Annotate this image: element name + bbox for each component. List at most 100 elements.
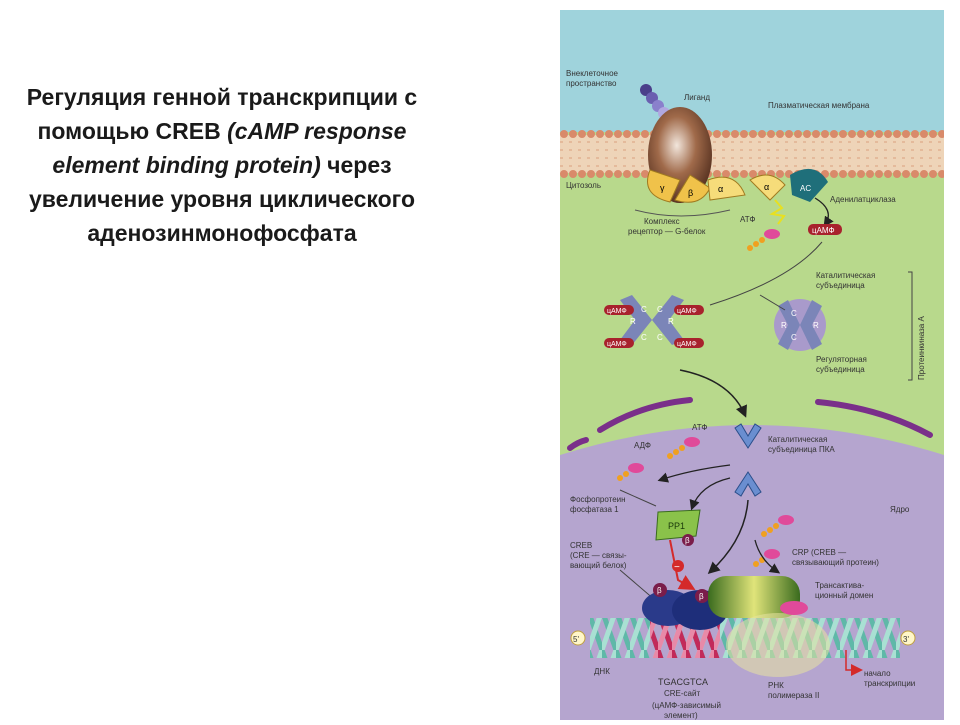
pka-bracket	[908, 271, 913, 381]
camp-text-top: цАМФ	[812, 226, 835, 235]
atp-label-top: АТФ	[740, 215, 755, 224]
creb-phosphate-1	[653, 583, 667, 597]
crp-transactivation-complex	[708, 576, 800, 618]
creb-phosphate-label-2: β	[699, 592, 704, 601]
rna-pol-label-2: полимераза II	[768, 691, 819, 700]
pka-split-line	[759, 294, 786, 311]
phosphatase-label-2: фосфатаза 1	[570, 505, 619, 514]
pp1-protein	[655, 509, 701, 541]
pka-regulatory: C R R C	[774, 299, 826, 351]
pka-to-nucleus-arrow	[679, 369, 747, 418]
complex-bracket	[634, 209, 731, 217]
pka-c-2: C	[657, 305, 663, 314]
title-italic: (cAMP response element binding protein)	[52, 118, 407, 178]
adp-molecule	[617, 463, 644, 481]
inhibit-minus: −	[674, 562, 680, 573]
atp-molecule-nucleus	[667, 437, 700, 459]
regulatory-label-1: Регуляторная	[816, 355, 867, 364]
creb-pointer	[619, 569, 656, 601]
atp-label-nucleus: АТФ	[692, 423, 707, 432]
transactivation-domain	[780, 601, 808, 615]
activation-spark	[769, 199, 786, 225]
creb-label-1: CREB	[570, 541, 592, 550]
plasma-membrane	[560, 130, 946, 178]
title-text-2: через увеличение уровня циклического аде…	[29, 152, 415, 246]
pka-r-2: R	[668, 317, 674, 326]
pka-c-4: C	[657, 333, 663, 342]
creb-label-2: (CRE — связы-	[570, 551, 627, 560]
extracellular-region	[560, 10, 944, 132]
five-prime-label: 5'	[573, 635, 579, 644]
creb-pathway-figure: γ β α α AC Внеклеточное пространство Лиг…	[560, 10, 946, 720]
atp-molecule-top	[747, 229, 780, 251]
g-gamma	[647, 169, 681, 203]
rna-pol-label-1: РНК	[768, 681, 784, 690]
dna-label: ДНК	[594, 667, 610, 676]
pka-catalytic-1	[734, 423, 762, 449]
transcription-start-arrow	[845, 650, 863, 676]
catalytic-label-1: Каталитическая	[816, 271, 875, 280]
adenylate-cyclase-label: Аденилатциклаза	[830, 195, 896, 204]
pathway-svg: γ β α α AC Внеклеточное пространство Лиг…	[560, 10, 946, 720]
adp-label: АДФ	[634, 441, 651, 450]
ligand-label: Лиганд	[684, 93, 710, 102]
alpha-active-label: α	[764, 182, 769, 192]
camp-to-pka-line	[709, 241, 823, 306]
ligand-molecule	[640, 84, 670, 119]
cre-sequence: TGACGTCA	[658, 677, 708, 687]
nucleus-label: Ядро	[890, 505, 910, 514]
complex-label-1: Комплекс	[644, 217, 680, 226]
cytosol-label: Цитозоль	[566, 181, 601, 190]
gamma-label: γ	[660, 183, 665, 193]
pp1-inhibit-arrow	[669, 539, 696, 590]
pka-c-1: C	[641, 305, 647, 314]
nuclear-envelope	[567, 397, 933, 451]
transactivation-label-1: Трансактива-	[815, 581, 865, 590]
camp-badges-pka: цАМФ цАМФ цАМФ цАМФ	[604, 305, 704, 348]
pp1-pointer	[619, 489, 657, 507]
atp-to-adp-arrow	[657, 464, 731, 483]
reg-c-1: C	[791, 309, 797, 318]
three-prime-marker	[900, 630, 916, 646]
cre-site-label-2: (цАМФ-зависимый	[652, 701, 721, 710]
reg-r-1: R	[781, 321, 787, 330]
pka-to-pp1-arrow	[689, 477, 731, 511]
creb-label-3: вающий белок)	[570, 561, 627, 570]
camp-text-3: цАМФ	[607, 341, 627, 348]
pp1-phosphate-label: β	[685, 536, 690, 545]
reg-r-2: R	[813, 321, 819, 330]
pp1-label: PP1	[668, 521, 685, 531]
g-alpha	[707, 176, 746, 201]
creb-phosphate-2	[695, 589, 709, 603]
crp-label-2: связывающий протеин)	[792, 558, 879, 567]
cre-site-label-1: CRE-сайт	[664, 689, 700, 698]
pka-catalytic-2	[734, 471, 762, 497]
inhibit-mark	[672, 560, 684, 572]
pp1-phosphate	[682, 534, 694, 546]
creb-phosphate-label-1: β	[657, 586, 662, 595]
pka-r-1: R	[630, 317, 636, 326]
phosphatase-label-1: Фосфопротеин	[570, 495, 626, 504]
transactivation-label-2: ционный домен	[815, 591, 873, 600]
ac-label: AC	[800, 184, 811, 193]
pka-c-3: C	[641, 333, 647, 342]
title-text-1: Регуляция генной транскрипции с помощью …	[26, 84, 418, 144]
tx-start-label-2: транскрипции	[864, 679, 915, 688]
slide-title: Регуляция генной транскрипции с помощью …	[12, 80, 432, 250]
catalytic-label-2: субъединица	[816, 281, 865, 290]
reg-c-2: C	[791, 333, 797, 342]
five-prime-marker	[570, 630, 586, 646]
crp-arrow	[754, 539, 781, 574]
g-alpha-active	[749, 174, 786, 201]
pka-catalytic-label-2: субъединица ПКА	[768, 445, 835, 454]
complex-label-2: рецептор — G-белок	[628, 227, 706, 236]
camp-text-2: цАМФ	[677, 308, 697, 315]
pka-to-creb-arrow	[707, 499, 749, 575]
atp-molecule-crp	[761, 515, 794, 537]
extracellular-label-1: Внеклеточное	[566, 69, 619, 78]
adenylate-cyclase	[790, 168, 828, 202]
ac-arrow	[814, 197, 834, 228]
camp-text-4: цАМФ	[677, 341, 697, 348]
three-prime-label: 3'	[903, 635, 909, 644]
alpha-label: α	[718, 184, 723, 194]
